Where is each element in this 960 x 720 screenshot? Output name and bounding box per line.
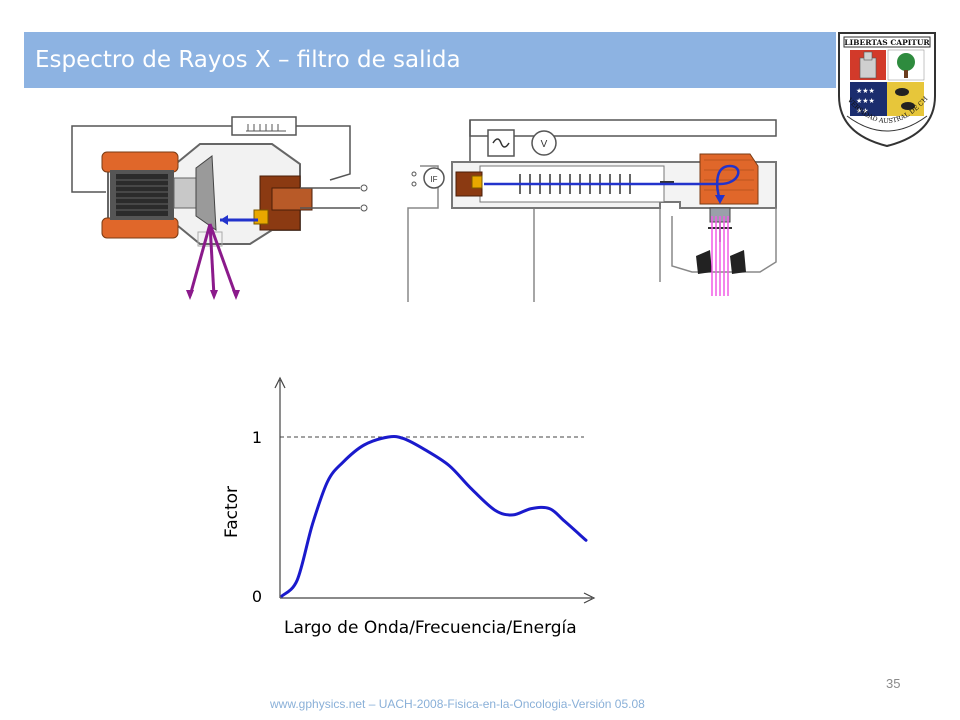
x-axis-arrow bbox=[583, 592, 596, 604]
slide-title: Espectro de Rayos X – filtro de salida bbox=[35, 47, 461, 73]
svg-text:★★★: ★★★ bbox=[856, 87, 875, 95]
slide-footer: www.gphysics.net – UACH-2008-Fisica-en-l… bbox=[270, 697, 645, 711]
university-crest: LIBERTAS CAPITUR ★★★★★★★★ UNIVERSIDAD AU… bbox=[836, 30, 936, 148]
y-axis-label: Factor bbox=[222, 486, 242, 538]
y-tick-label-1: 1 bbox=[252, 428, 262, 447]
x-axis-label: Largo de Onda/Frecuencia/Energía bbox=[284, 618, 577, 638]
y-axis-arrow bbox=[274, 376, 286, 389]
xray-apparatus-diagram: V IF bbox=[71, 116, 777, 302]
svg-text:★★★: ★★★ bbox=[856, 97, 875, 105]
xray-tube-illustration bbox=[71, 116, 368, 300]
y-tick-label-0: 0 bbox=[252, 587, 262, 606]
spectrum-chart: 1 0 Factor Largo de Onda/Frecuencia/Ener… bbox=[222, 376, 596, 638]
crest-motto: LIBERTAS CAPITUR bbox=[844, 38, 930, 47]
page-number: 35 bbox=[886, 676, 901, 691]
svg-text:★★: ★★ bbox=[856, 107, 869, 115]
xray-spectrometer-illustration: V IF bbox=[407, 119, 777, 302]
spectrum-curve bbox=[280, 434, 588, 598]
filament-current-label: IF bbox=[430, 175, 437, 184]
voltage-meter-label: V bbox=[541, 139, 548, 150]
title-bar: Espectro de Rayos X – filtro de salida bbox=[24, 32, 836, 88]
